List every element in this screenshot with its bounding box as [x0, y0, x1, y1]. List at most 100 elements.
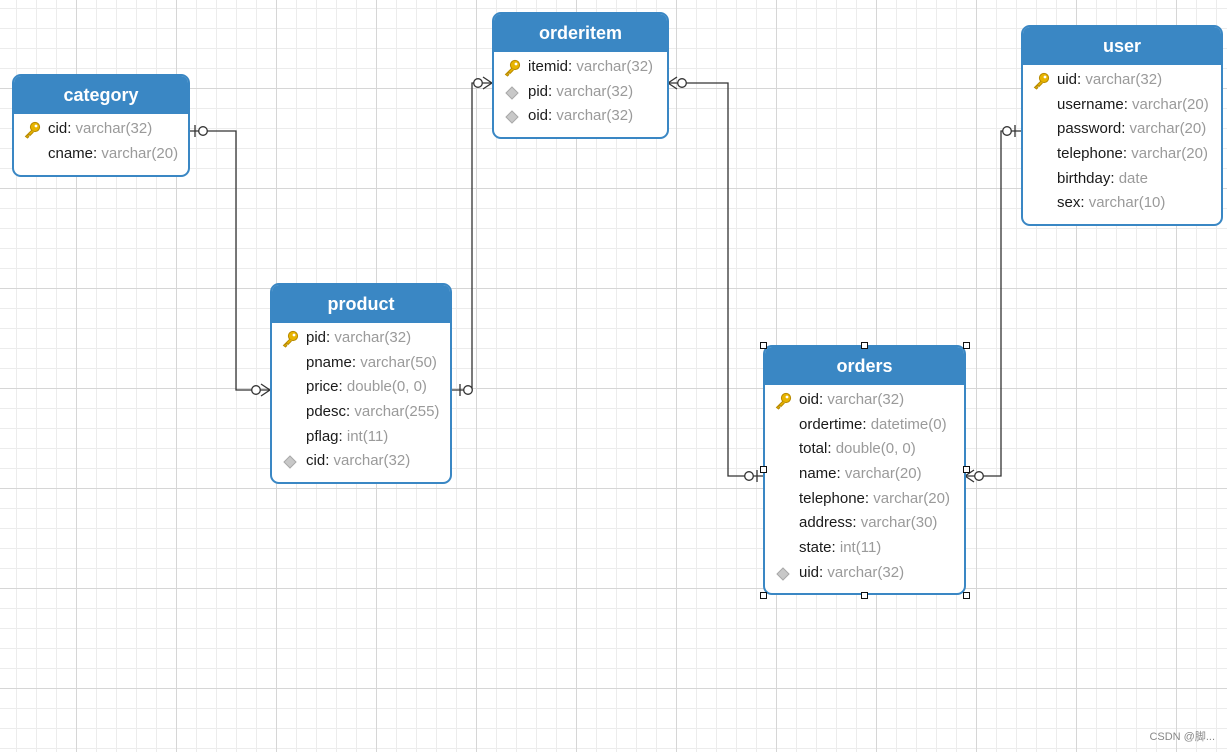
field-row[interactable]: total: double(0, 0) — [765, 437, 964, 462]
field-row[interactable]: price: double(0, 0) — [272, 375, 450, 400]
field-name: state — [799, 539, 832, 557]
field-row[interactable]: cid: varchar(32) — [272, 449, 450, 474]
field-name: birthday — [1057, 169, 1111, 187]
field-row[interactable]: cname: varchar(20) — [14, 142, 188, 167]
field-row[interactable]: sex: varchar(10) — [1023, 191, 1221, 216]
diamond-icon — [503, 108, 521, 126]
field-separator: : — [67, 120, 76, 137]
relationship-orders-user — [964, 125, 1021, 483]
key-icon — [1032, 72, 1050, 90]
field-name: pflag — [306, 427, 339, 445]
field-name: price — [306, 378, 339, 396]
field-row[interactable]: pid: varchar(32) — [494, 80, 667, 105]
connector-segment — [482, 76, 493, 84]
resize-handle[interactable] — [759, 465, 767, 473]
entity-title[interactable]: orderitem — [494, 14, 667, 52]
field-name: address — [799, 514, 853, 532]
field-separator: : — [1110, 169, 1119, 187]
field-row[interactable]: ordertime: datetime(0) — [765, 413, 964, 438]
connector-segment — [964, 469, 975, 477]
resize-handle[interactable] — [861, 591, 868, 599]
field-name: oid — [528, 107, 549, 125]
field-separator: : — [1121, 120, 1130, 138]
field-type: varchar(20) — [844, 465, 922, 483]
entity-title[interactable]: product — [272, 285, 450, 323]
field-row[interactable]: password: varchar(20) — [1023, 117, 1221, 142]
field-name: uid — [1057, 71, 1078, 88]
field-separator: : — [836, 465, 845, 483]
field-separator: : — [568, 58, 577, 75]
field-separator: : — [548, 107, 557, 125]
field-type: varchar(20) — [1132, 95, 1209, 113]
field-row[interactable]: oid: varchar(32) — [765, 388, 964, 413]
field-row[interactable]: uid: varchar(32) — [765, 561, 964, 586]
field-name: cid — [48, 120, 68, 137]
entity-title[interactable]: category — [14, 76, 188, 114]
field-separator: : — [338, 427, 347, 445]
entity-category[interactable]: category cid: varchar(32)cname: varchar(2… — [12, 74, 190, 177]
resize-handle[interactable] — [759, 341, 767, 349]
field-name: total — [799, 440, 828, 458]
field-row[interactable]: cid: varchar(32) — [14, 117, 188, 142]
key-icon — [774, 392, 792, 410]
connector-segment — [260, 389, 271, 397]
cardinality-zero — [974, 471, 984, 481]
field-separator: : — [548, 82, 557, 100]
field-type: double(0, 0) — [346, 378, 427, 396]
field-row[interactable]: oid: varchar(32) — [494, 104, 667, 129]
field-separator: : — [325, 452, 334, 470]
field-name: pname — [306, 353, 352, 371]
field-row[interactable]: pflag: int(11) — [272, 425, 450, 450]
relationship-orderitem-orders — [667, 76, 763, 482]
connector-segment — [667, 82, 678, 90]
entity-title[interactable]: user — [1023, 27, 1221, 65]
field-row[interactable]: pname: varchar(50) — [272, 351, 450, 376]
entity-orders[interactable]: orders oid: varchar(32)ordertime: datetim… — [763, 345, 966, 595]
cardinality-zero — [677, 78, 687, 88]
connector-path — [452, 82, 492, 391]
resize-handle[interactable] — [962, 465, 970, 473]
field-separator: : — [346, 403, 355, 421]
resize-handle[interactable] — [759, 591, 767, 599]
field-name: pid — [306, 329, 327, 346]
field-row[interactable]: username: varchar(20) — [1023, 93, 1221, 118]
field-separator: : — [1077, 71, 1086, 88]
diamond-icon — [774, 565, 792, 583]
field-row[interactable]: uid: varchar(32) — [1023, 68, 1221, 93]
field-name: oid — [799, 391, 820, 408]
resize-handle[interactable] — [962, 341, 970, 349]
field-name: username — [1057, 95, 1124, 113]
field-row[interactable]: birthday: date — [1023, 167, 1221, 192]
field-type: varchar(32) — [333, 452, 411, 470]
entity-title[interactable]: orders — [765, 347, 964, 385]
entity-orderitem[interactable]: orderitem itemid: varchar(32)pid: varchar… — [492, 12, 669, 139]
field-separator: : — [819, 563, 828, 581]
field-row[interactable]: name: varchar(20) — [765, 462, 964, 487]
field-row[interactable]: state: int(11) — [765, 536, 964, 561]
field-type: varchar(32) — [1085, 71, 1163, 88]
field-row[interactable]: pdesc: varchar(255) — [272, 400, 450, 425]
field-row[interactable]: itemid: varchar(32) — [494, 55, 667, 80]
field-name: ordertime — [799, 415, 863, 433]
relationship-category-product — [190, 125, 271, 397]
field-name: itemid — [528, 58, 569, 75]
field-row[interactable]: pid: varchar(32) — [272, 326, 450, 351]
field-type: varchar(20) — [873, 489, 950, 507]
diamond-icon — [503, 84, 521, 102]
field-type: date — [1118, 169, 1148, 187]
field-row[interactable]: telephone: varchar(20) — [1023, 142, 1221, 167]
field-separator: : — [351, 353, 361, 371]
field-row[interactable]: telephone: varchar(20) — [765, 487, 964, 512]
resize-handle[interactable] — [861, 341, 868, 349]
field-separator: : — [1122, 145, 1132, 163]
resize-handle[interactable] — [962, 591, 970, 599]
field-type: varchar(20) — [101, 144, 179, 162]
key-icon — [503, 59, 521, 77]
field-row[interactable]: address: varchar(30) — [765, 511, 964, 536]
connector-path — [190, 130, 270, 391]
field-separator: : — [864, 489, 874, 507]
cardinality-zero — [744, 471, 754, 481]
